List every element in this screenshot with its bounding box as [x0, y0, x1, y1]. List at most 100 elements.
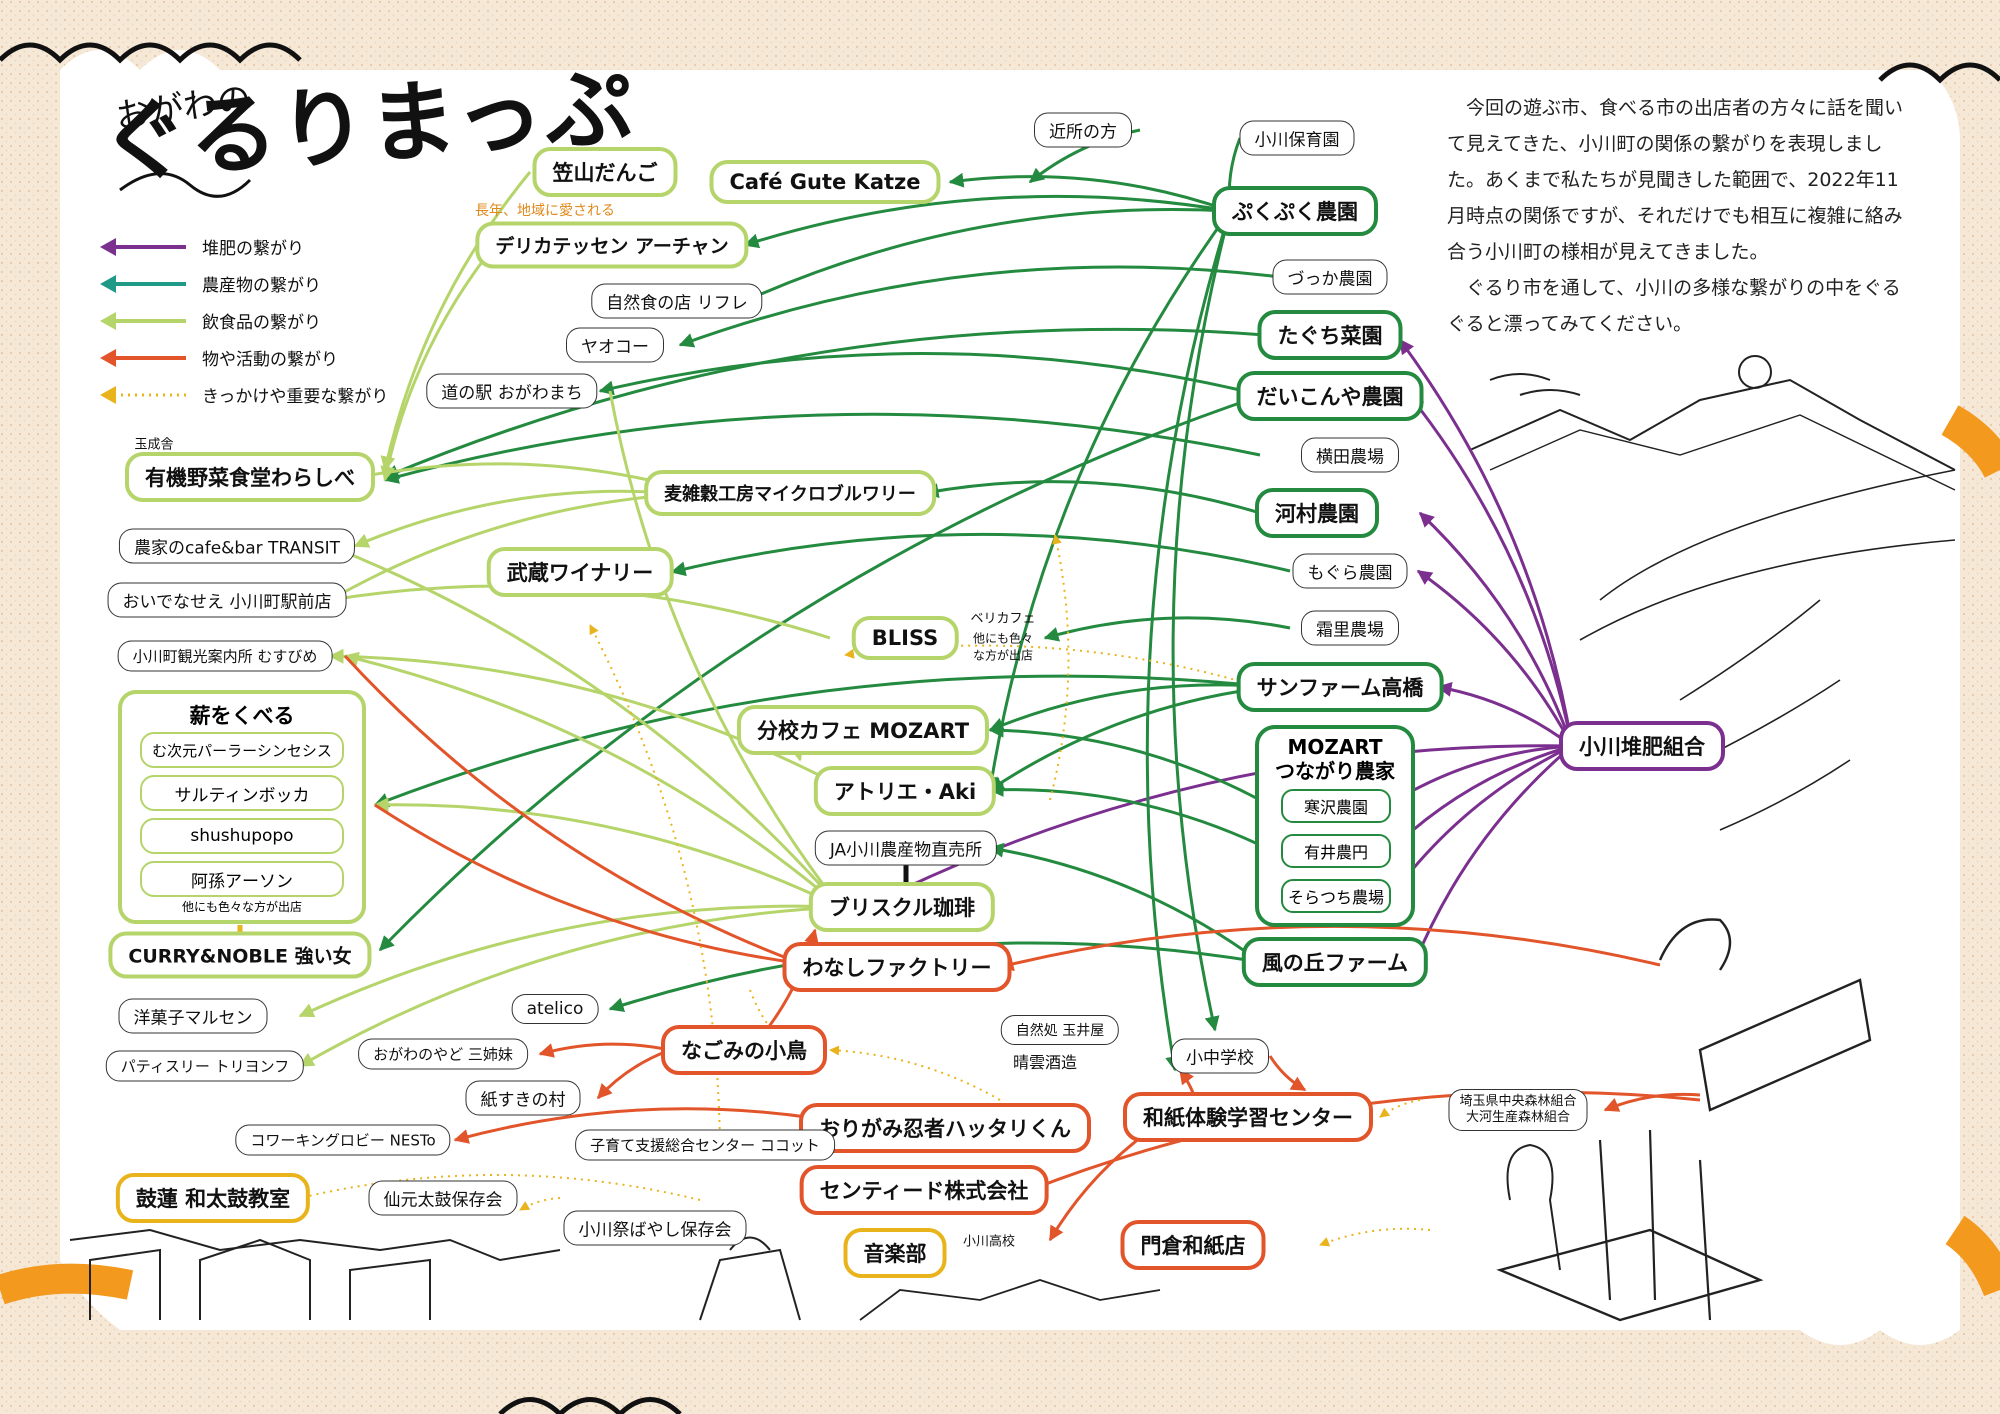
group-makiwo-kuberu[interactable]: 薪をくべる む次元パーラーシンセシス サルティンボッカ shushupopo 阿… [118, 690, 366, 924]
node-nagomi-kotori[interactable]: なごみの小鳥 [661, 1025, 827, 1075]
node-kawamura-farm[interactable]: 河村農園 [1255, 488, 1379, 538]
node-ogawa-hoikuen[interactable]: 小川保育園 [1239, 120, 1355, 156]
node-kazenooka-farm[interactable]: 風の丘ファーム [1241, 937, 1429, 987]
node-micro-brewery[interactable]: 麦雑穀工房マイクロブルワリー [644, 470, 936, 516]
node-transit[interactable]: 農家のcafe&bar TRANSIT [118, 528, 356, 564]
connection-line [596, 1048, 671, 1100]
group-note: 他にも色々な方が出店 [181, 900, 302, 914]
legend-label: 農産物の繋がり [202, 276, 321, 296]
connection-line [1394, 744, 1573, 892]
node-taguchi-farm[interactable]: たぐち菜園 [1257, 310, 1403, 360]
node-origami-ninja[interactable]: おりがみ忍者ハッタリくん [799, 1103, 1091, 1153]
node-yogashi-marusen[interactable]: 洋菓子マルセン [118, 998, 268, 1034]
node-ogawa-compost-union[interactable]: 小川堆肥組合 [1559, 721, 1725, 771]
mozart-farm-item[interactable]: そらつち農場 [1281, 879, 1391, 913]
node-musubime[interactable]: 小川町観光案内所 むすびめ [117, 640, 333, 672]
node-bunko-cafe-mozart[interactable]: 分校カフェ MOZART [736, 705, 990, 755]
legend: 堆肥の繋がり 農産物の繋がり 飲食品の繋がり 物や活動の繋がり きっかけや重要な… [98, 228, 388, 413]
connection-line [373, 797, 841, 909]
connection-line [923, 480, 1261, 515]
node-shimoyama-farm[interactable]: 霜里農場 [1301, 610, 1399, 646]
node-kadokura-washi[interactable]: 門倉和紙店 [1120, 1220, 1266, 1270]
group-mozart-farmers[interactable]: MOZART つながり農家 寒沢農園 有井農円 そらつち農場 [1255, 725, 1415, 927]
connection-line [374, 803, 832, 974]
yellow-dotted-arrow-icon [100, 385, 186, 404]
node-washi-center[interactable]: 和紙体験学習センター [1123, 1092, 1373, 1142]
intro-paragraph-2: ぐるり市を通して、小川の多様な繋がりの中をぐるぐると漂ってみてください。 [1447, 277, 1901, 335]
node-atelier-aki[interactable]: アトリエ・Aki [813, 766, 997, 816]
node-kasayama-dango[interactable]: 笠山だんご [532, 147, 678, 197]
node-centeed[interactable]: センティード株式会社 [799, 1165, 1049, 1215]
connection-line [749, 989, 791, 1051]
connection-line [1268, 1055, 1307, 1092]
connection-line [380, 171, 532, 472]
mozart-farm-item[interactable]: 有井農円 [1281, 834, 1391, 868]
connection-line [598, 352, 1266, 398]
connection-line [1418, 511, 1574, 747]
node-brisukuru-coffee[interactable]: ブリスクル珈琲 [808, 882, 996, 932]
node-atelico[interactable]: atelico [511, 994, 599, 1024]
legend-label: きっかけや重要な繋がり [202, 387, 389, 407]
makiwo-item[interactable]: 阿孫アーソン [140, 861, 344, 897]
node-kinjo[interactable]: 近所の方 [1034, 112, 1132, 148]
connection-line [328, 648, 851, 793]
makiwo-item[interactable]: サルティンボッカ [140, 775, 344, 811]
node-sunfarm-takahashi[interactable]: サンファーム高橋 [1236, 662, 1444, 712]
node-michinoeki[interactable]: 道の駅 おがわまち [426, 373, 598, 409]
node-pukupuku-farm[interactable]: ぷくぷく農園 [1212, 186, 1378, 236]
node-curry-noble[interactable]: CURRY&NOBLE 強い女 [108, 931, 372, 979]
connection-line [1398, 338, 1574, 747]
node-zukka-farm[interactable]: づっか農園 [1272, 259, 1388, 295]
teal-arrow-icon [100, 274, 186, 293]
node-shizenshoku-refle[interactable]: 自然食の店 リフレ [591, 283, 763, 319]
node-matsuri-bayashi[interactable]: 小川祭ばやし保存会 [563, 1210, 747, 1246]
group-title-line-2: つながり農家 [1275, 759, 1395, 783]
node-kamisuki-mura[interactable]: 紙すきの村 [465, 1080, 581, 1116]
legend-item-produce: 農産物の繋がり [98, 265, 388, 302]
connection-line [519, 1197, 561, 1211]
connection-line [383, 327, 1266, 479]
node-forest-union[interactable]: 埼玉県中央森林組合 大河生産森林組合 [1448, 1089, 1588, 1131]
delica-note: 長年、地域に愛される [475, 203, 615, 219]
node-delicatessen[interactable]: デリカテッセン アーチャン [475, 221, 749, 269]
node-kotsuzumi-taiko[interactable]: 鼓蓮 和太鼓教室 [115, 1173, 311, 1223]
mozart-farm-item[interactable]: 寒沢農園 [1281, 789, 1391, 823]
node-yokota-farm[interactable]: 横田農場 [1301, 437, 1399, 473]
node-daikonya-farm[interactable]: だいこんや農園 [1236, 371, 1424, 421]
legend-item-compost: 堆肥の繋がり [98, 228, 388, 265]
node-sanshimai[interactable]: おがわのやど 三姉妹 [358, 1038, 528, 1070]
node-bliss[interactable]: BLISS [851, 616, 959, 660]
node-musashi-winery[interactable]: 武蔵ワイナリー [486, 547, 674, 597]
node-nesto[interactable]: コワーキングロビー NESTo [235, 1124, 451, 1156]
connection-line [328, 544, 842, 908]
forest-union-line-2: 大河生産森林組合 [1465, 1110, 1571, 1125]
legend-item-food: 飲食品の繋がり [98, 302, 388, 339]
connection-line [1603, 1092, 1701, 1112]
node-mogura-farm[interactable]: もぐら農園 [1292, 553, 1408, 589]
connection-line [984, 210, 1232, 792]
node-warashibe[interactable]: 有機野菜食堂わらしべ [125, 452, 375, 502]
connection-line [988, 842, 1261, 964]
node-shochu-school[interactable]: 小中学校 [1171, 1038, 1269, 1074]
node-sengen-taiko[interactable]: 仙元太鼓保存会 [368, 1180, 518, 1216]
connection-line [988, 683, 1271, 732]
node-toriyonfu[interactable]: パティスリー トリヨンフ [105, 1050, 305, 1082]
node-oidenasee[interactable]: おいでなせえ 小川町駅前店 [107, 582, 347, 618]
makiwo-item[interactable]: shushupopo [140, 818, 344, 854]
connection-line [538, 1042, 671, 1058]
node-wanashi-factory[interactable]: わなしファクトリー [782, 942, 1012, 992]
node-ongakubu[interactable]: 音楽部 [843, 1228, 947, 1278]
makiwo-item[interactable]: む次元パーラーシンセシス [140, 732, 344, 768]
node-ja-ogawa[interactable]: JA小川農産物直売所 [814, 830, 998, 866]
node-yaoko[interactable]: ヤオコー [566, 327, 664, 363]
node-tamaiya[interactable]: 自然処 玉井屋 [1000, 1015, 1120, 1045]
connection-line [1319, 1227, 1431, 1247]
legend-label: 堆肥の繋がり [202, 239, 304, 259]
connection-line [378, 394, 1261, 952]
node-cafe-gute-katze[interactable]: Café Gute Katze [709, 160, 941, 204]
connection-line [1145, 210, 1232, 1072]
node-kosodate-center[interactable]: 子育て支援総合センター ココット [575, 1129, 835, 1161]
purple-arrow-icon [100, 237, 186, 256]
forest-union-line-1: 埼玉県中央森林組合 [1459, 1094, 1577, 1109]
connection-line [1171, 210, 1232, 1032]
